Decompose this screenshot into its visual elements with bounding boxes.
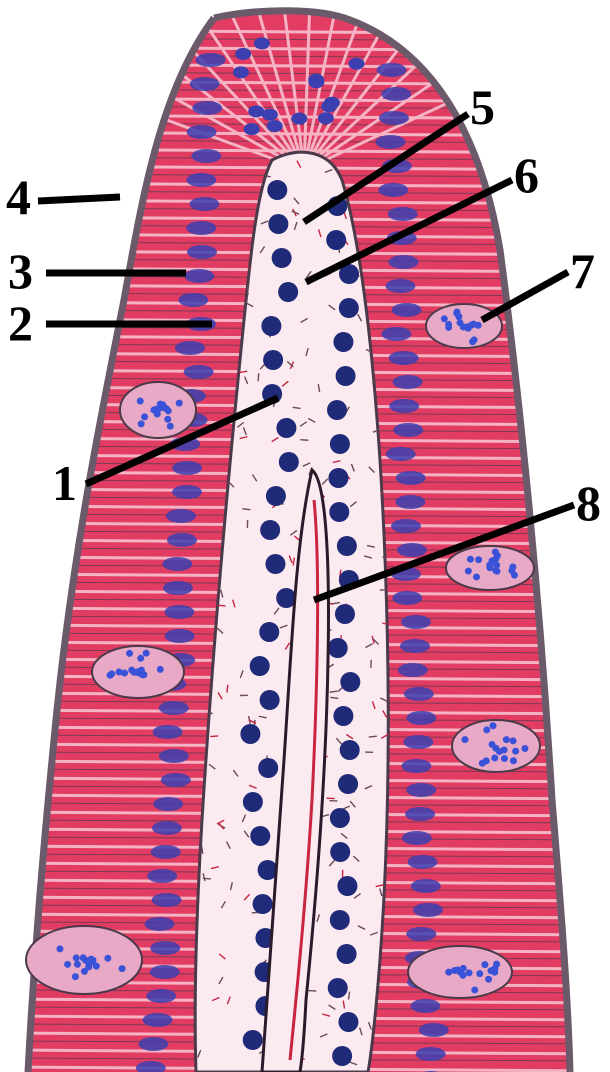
label-3: 3: [8, 243, 33, 299]
label-5: 5: [470, 79, 495, 135]
leader-line-4: [38, 197, 120, 201]
label-2: 2: [8, 295, 33, 351]
label-8: 8: [576, 475, 601, 531]
label-6: 6: [514, 147, 539, 203]
label-7: 7: [570, 243, 595, 299]
label-4: 4: [6, 169, 31, 225]
label-1: 1: [52, 455, 77, 511]
